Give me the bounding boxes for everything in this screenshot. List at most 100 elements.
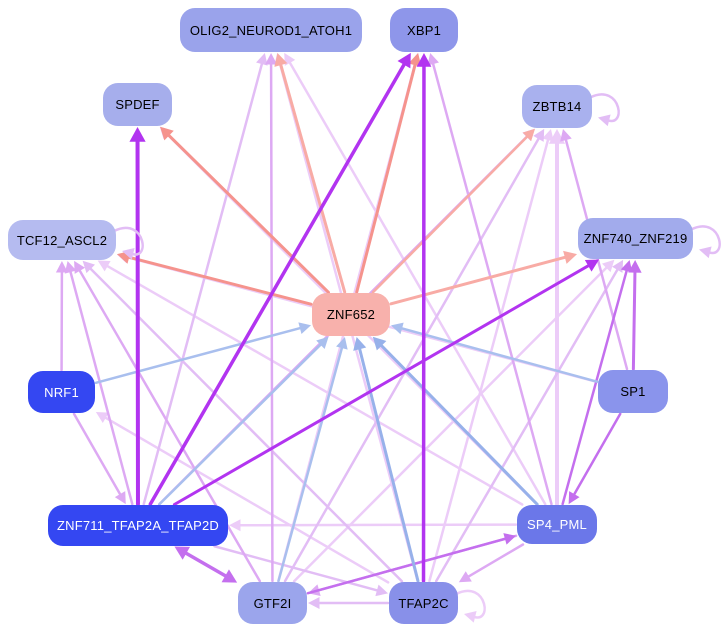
edge-arrowhead	[353, 336, 367, 351]
edge-SP4_PML-TCF12_ASCL2	[104, 263, 524, 506]
edge-GTF2I-SP4_PML	[306, 536, 509, 595]
edge-ZNF652-ZNF740_ZNF219	[389, 255, 569, 306]
node-olig2-neurod1-atoh1[interactable]: OLIG2_NEUROD1_ATOH1	[180, 8, 362, 52]
edge-SP4_PML-ZNF652	[378, 342, 539, 506]
edge-NRF1-ZNF711_TFAP2A_TFAP2D	[72, 412, 123, 498]
edge-GTF2I-ZBTB14	[283, 135, 541, 583]
node-sp4-pml[interactable]: SP4_PML	[517, 505, 597, 544]
edge-arrowhead	[298, 322, 312, 334]
node-label: ZNF711_TFAP2A_TFAP2D	[57, 518, 219, 533]
node-tcf12-ascl2[interactable]: TCF12_ASCL2	[8, 220, 116, 260]
edge-arrowhead	[408, 52, 422, 67]
edge-arrowhead	[97, 260, 111, 272]
edge-arrowhead	[265, 52, 278, 65]
node-label: XBP1	[406, 22, 442, 38]
edge-ZNF652-SPDEF	[165, 132, 330, 294]
edge-arrowhead	[533, 128, 545, 142]
self-loop-ZNF740_ZNF219	[689, 225, 721, 255]
edge-NRF1-ZNF652	[94, 326, 304, 385]
edge-arrowhead	[427, 52, 439, 66]
edge-SP4_PML-ZNF711_TFAP2A_TFAP2D	[236, 523, 518, 527]
edge-SP1-ZNF740_ZNF219	[631, 268, 637, 371]
edge-ZNF652-ZBTB14	[371, 133, 530, 294]
edge-SP1-ZNF652	[398, 326, 599, 383]
edge-arrowhead	[598, 114, 611, 127]
node-spdef[interactable]: SPDEF	[103, 83, 172, 126]
edge-arrowhead	[74, 260, 86, 274]
edge-arrowhead	[129, 127, 146, 142]
edge-arrowhead	[95, 412, 109, 424]
edge-arrowhead	[584, 259, 600, 272]
edge-TFAP2C-ZBTB14	[428, 136, 550, 583]
edge-ZNF711_TFAP2A_TFAP2D-ZNF740_ZNF219	[172, 263, 592, 507]
edge-SP4_PML-OLIG2_NEUROD1_ATOH1	[287, 59, 547, 506]
edge-arrowhead	[568, 491, 580, 505]
node-label: OLIG2_NEUROD1_ATOH1	[189, 22, 353, 38]
edge-arrowhead	[560, 128, 572, 142]
node-label: TFAP2C	[398, 595, 449, 611]
edge-arrowhead	[284, 52, 296, 66]
edge-TFAP2C-NRF1	[102, 415, 390, 584]
self-loop-TCF12_ASCL2	[112, 226, 144, 256]
node-label: NRF1	[44, 384, 79, 400]
edge-arrowhead	[308, 597, 320, 609]
node-znf652[interactable]: ZNF652	[312, 293, 390, 336]
node-label: SP4_PML	[527, 517, 587, 532]
edge-arrowhead	[229, 519, 241, 532]
edge-ZNF652-OLIG2_NEUROD1_ATOH1	[278, 61, 347, 294]
edge-arrowhead	[464, 610, 477, 623]
edge-SP4_PML-XBP1	[431, 60, 553, 506]
node-label: ZNF652	[326, 307, 376, 322]
node-xbp1[interactable]: XBP1	[390, 8, 458, 52]
edge-arrowhead	[55, 261, 68, 273]
edge-arrowhead	[458, 571, 472, 583]
edge-ZNF652-TCF12_ASCL2	[125, 255, 313, 306]
edge-ZNF711_TFAP2A_TFAP2D-TCF12_ASCL2	[68, 268, 134, 506]
self-loop-TFAP2C	[454, 589, 486, 619]
edge-arrowhead	[503, 533, 517, 545]
edge-arrowhead	[122, 247, 135, 260]
node-gtf2i[interactable]: GTF2I	[238, 582, 307, 624]
edge-TFAP2C-ZNF740_ZNF219	[434, 266, 620, 583]
edge-SP4_PML-TFAP2C	[465, 543, 525, 579]
edge-arrowhead	[612, 259, 624, 273]
node-sp1[interactable]: SP1	[598, 370, 668, 413]
edge-arrowhead	[620, 259, 633, 273]
edge-TFAP2C-TCF12_ASCL2	[87, 265, 404, 583]
edge-arrowhead	[274, 52, 288, 67]
edge-arrowhead	[375, 584, 389, 597]
edge-arrowhead	[563, 250, 578, 264]
node-znf740-znf219[interactable]: ZNF740_ZNF219	[578, 218, 693, 259]
edge-ZNF711_TFAP2A_TFAP2D-XBP1	[148, 60, 408, 506]
edge-GTF2I-ZNF652	[277, 344, 344, 583]
edge-arrowhead	[114, 491, 126, 505]
edge-arrowhead	[699, 246, 712, 259]
self-loop-ZBTB14	[588, 93, 620, 123]
edge-arrowhead	[221, 569, 238, 583]
edge-arrowhead	[542, 128, 554, 142]
node-tfap2c[interactable]: TFAP2C	[389, 582, 458, 624]
node-label: ZNF740_ZNF219	[583, 231, 688, 246]
edge-arrowhead	[336, 336, 348, 350]
node-zbtb14[interactable]: ZBTB14	[522, 85, 592, 128]
node-label: ZBTB14	[532, 99, 582, 114]
node-label: SPDEF	[115, 97, 160, 112]
edge-ZNF711_TFAP2A_TFAP2D-TFAP2C	[213, 545, 381, 593]
edge-ZNF652-XBP1	[355, 61, 418, 294]
edge-arrowhead	[174, 546, 191, 560]
edge-ZNF711_TFAP2A_TFAP2D-OLIG2_NEUROD1_ATOH1	[142, 60, 264, 506]
node-label: GTF2I	[253, 595, 292, 611]
node-label: TCF12_ASCL2	[16, 232, 108, 248]
edge-ZNF711_TFAP2A_TFAP2D-ZNF652	[158, 341, 324, 506]
edge-arrowhead	[390, 322, 404, 335]
edge-arrowhead	[256, 52, 268, 66]
edge-arrowhead	[416, 53, 432, 67]
edge-GTF2I-OLIG2_NEUROD1_ATOH1	[269, 60, 274, 583]
node-label: SP1	[620, 384, 646, 399]
edge-arrowhead	[397, 52, 411, 69]
edge-GTF2I-ZNF740_ZNF219	[292, 264, 610, 583]
node-znf711-tfap2a-tfap2d[interactable]: ZNF711_TFAP2A_TFAP2D	[48, 505, 228, 546]
edge-SP1-SP4_PML	[571, 412, 622, 498]
node-nrf1[interactable]: NRF1	[28, 371, 95, 413]
edge-ZNF711_TFAP2A_TFAP2D-GTF2I	[182, 550, 230, 579]
